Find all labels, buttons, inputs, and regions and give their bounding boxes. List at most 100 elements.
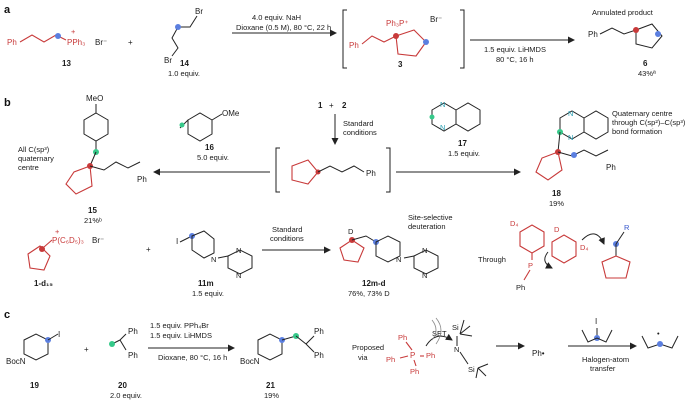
panel-label-a: a [4, 4, 11, 16]
svg-text:conditions: conditions [343, 128, 377, 137]
green-dot-marker [179, 122, 185, 128]
svg-text:80 °C, 16 h: 80 °C, 16 h [496, 55, 534, 64]
svg-text:1.5 equiv.: 1.5 equiv. [192, 289, 224, 298]
compound-14: Br Br 14 1.0 equiv. [164, 7, 203, 78]
blue-dot-marker [175, 24, 181, 30]
svg-text:1.0 equiv.: 1.0 equiv. [168, 69, 200, 78]
plus-sign: + [146, 245, 151, 254]
label-19: 19 [30, 381, 39, 390]
panel-label-b: b [4, 97, 11, 109]
svg-text:Dioxane, 80 °C, 16 h: Dioxane, 80 °C, 16 h [158, 353, 227, 362]
panel-label-c: c [4, 309, 10, 321]
svg-text:N: N [440, 100, 445, 109]
svg-text:N: N [440, 123, 445, 132]
blue-dot-marker [657, 341, 663, 347]
svg-text:N: N [422, 271, 427, 280]
svg-text:N: N [454, 345, 459, 354]
svg-text:PPh₃: PPh₃ [67, 38, 85, 47]
svg-text:Site-selective: Site-selective [408, 213, 453, 222]
svg-text:19%: 19% [264, 391, 279, 400]
label-6: 6 [643, 59, 648, 68]
svg-text:transfer: transfer [590, 364, 616, 373]
svg-text:2: 2 [342, 101, 347, 110]
svg-text:+: + [329, 101, 334, 110]
svg-text:Ph: Ph [128, 351, 138, 360]
svg-text:N: N [211, 255, 216, 264]
svg-text:1.5 equiv.: 1.5 equiv. [448, 149, 480, 158]
svg-text:Ph: Ph [137, 175, 147, 184]
svg-text:Ph₃P⁺: Ph₃P⁺ [386, 19, 409, 28]
svg-text:P: P [528, 261, 533, 270]
svg-text:76%, 73% D: 76%, 73% D [348, 289, 390, 298]
svg-text:Dioxane (0.5 M), 80 °C, 22 h: Dioxane (0.5 M), 80 °C, 22 h [236, 23, 331, 32]
label-12m-d: 12m-d [362, 279, 386, 288]
red-dot-marker [633, 27, 639, 33]
blue-dot-marker [55, 33, 61, 39]
red-dot-marker [393, 33, 399, 39]
svg-text:4.0 equiv. NaH: 4.0 equiv. NaH [252, 13, 301, 22]
svg-text:Ph: Ph [386, 355, 395, 364]
svg-text:Standard: Standard [343, 119, 373, 128]
svg-text:Br⁻: Br⁻ [95, 38, 107, 47]
svg-text:43%ª: 43%ª [638, 69, 656, 78]
svg-text:R: R [624, 223, 630, 232]
svg-text:D₄: D₄ [510, 219, 518, 228]
label-1-d15: 1-d₁₅ [34, 279, 53, 288]
label-21: 21 [266, 381, 275, 390]
label-16: 16 [205, 143, 214, 152]
compound-1-d15: P(C₆D₅)₃ + Br⁻ 1-d₁₅ [27, 227, 104, 288]
svg-text:Ph: Ph [426, 351, 435, 360]
svg-text:I: I [595, 317, 597, 326]
label-13: 13 [62, 59, 71, 68]
svg-text:centre: centre [18, 163, 39, 172]
compound-16: OMe 16 5.0 equiv. [179, 109, 240, 162]
label-15: 15 [88, 206, 97, 215]
svg-text:N: N [422, 246, 427, 255]
svg-text:I: I [58, 330, 60, 339]
label-3: 3 [398, 60, 403, 69]
svg-text:Ph: Ph [314, 351, 324, 360]
intermediate-3: Ph Ph₃P⁺ Br⁻ 3 [342, 9, 465, 69]
svg-text:•: • [657, 329, 660, 338]
svg-text:1.5 equiv. LiHMDS: 1.5 equiv. LiHMDS [484, 45, 546, 54]
svg-text:Br: Br [164, 56, 172, 65]
svg-text:through C(sp²)–C(sp³): through C(sp²)–C(sp³) [612, 118, 685, 127]
product-15: MeO Ph All C(sp³) quaternary centre 15 2… [18, 94, 147, 225]
svg-text:Halogen-atom: Halogen-atom [582, 355, 629, 364]
svg-text:Br⁻: Br⁻ [430, 15, 442, 24]
svg-text:Br: Br [195, 7, 203, 16]
svg-text:OMe: OMe [222, 109, 240, 118]
svg-text:N: N [396, 255, 401, 264]
svg-text:2.0 equiv.: 2.0 equiv. [110, 391, 142, 400]
svg-text:MeO: MeO [86, 94, 103, 103]
plus-sign: + [84, 345, 89, 354]
svg-text:All C(sp³): All C(sp³) [18, 145, 50, 154]
svg-text:Ph: Ph [349, 41, 359, 50]
svg-text:SET: SET [432, 329, 447, 338]
green-dot-marker [429, 114, 435, 120]
svg-text:Br⁻: Br⁻ [92, 236, 104, 245]
svg-text:N: N [236, 246, 241, 255]
green-dot-marker [109, 341, 115, 347]
svg-text:Annulated product: Annulated product [592, 8, 654, 17]
svg-text:P(C₆D₅)₃: P(C₆D₅)₃ [52, 236, 84, 245]
through-mechanism: Through D₄ D₄ D P Ph R [478, 219, 631, 292]
label-14: 14 [180, 59, 189, 68]
product-18: N N Ph Quaternary centre through C(sp²)–… [535, 109, 685, 208]
label-18: 18 [552, 189, 561, 198]
pph4-set-complex: Ph Ph Ph Ph P SET Si N Si [386, 317, 489, 379]
svg-text:Ph: Ph [366, 169, 376, 178]
svg-text:deuteration: deuteration [408, 222, 446, 231]
svg-text:Ph: Ph [588, 30, 598, 39]
blue-dot-marker [655, 31, 661, 37]
svg-text:Si: Si [452, 323, 459, 332]
svg-text:5.0 equiv.: 5.0 equiv. [197, 153, 229, 162]
svg-text:N: N [568, 109, 573, 118]
svg-text:Ph: Ph [314, 327, 324, 336]
svg-text:P: P [410, 351, 415, 360]
compound-19: I BocN 19 [6, 330, 60, 390]
svg-text:1: 1 [318, 101, 323, 110]
compound-11m: I N N N 11m 1.5 equiv. [176, 230, 253, 298]
svg-text:I: I [176, 237, 178, 246]
